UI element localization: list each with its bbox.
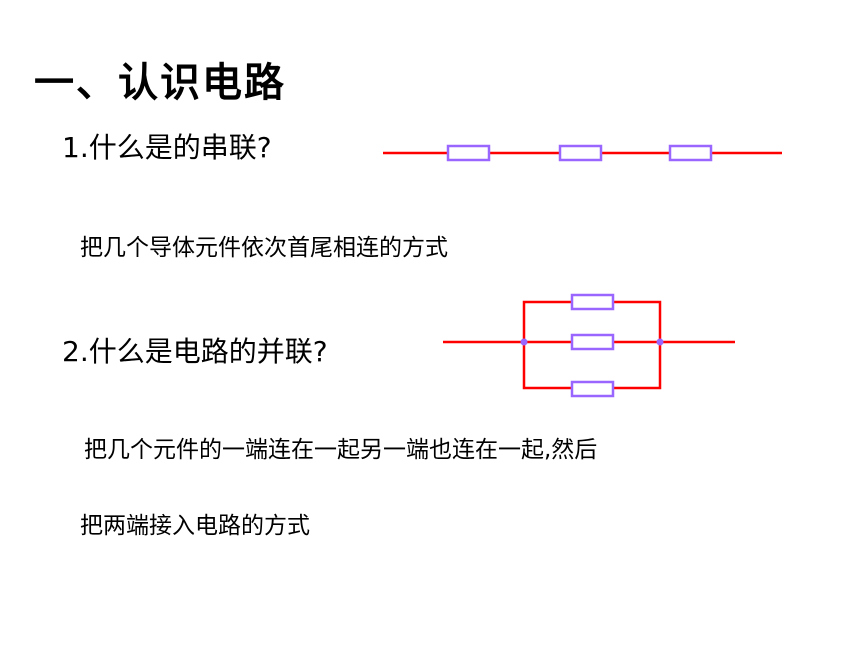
parallel-resistor-bottom	[570, 380, 615, 398]
parallel-frame	[522, 300, 662, 390]
parallel-resistor-top	[570, 293, 615, 311]
parallel-answer-line2: 把两端接入电路的方式	[80, 513, 310, 539]
series-resistor-3	[668, 144, 713, 162]
parallel-resistor-middle	[570, 333, 615, 351]
parallel-answer-line1: 把几个元件的一端连在一起另一端也连在一起,然后	[84, 437, 598, 463]
series-circuit-diagram	[383, 144, 782, 162]
series-resistor-1	[446, 144, 491, 162]
parallel-node-left	[520, 338, 528, 346]
parallel-question: 2.什么是电路的并联?	[62, 335, 328, 368]
parallel-circuit-diagram	[443, 293, 735, 398]
series-resistor-2	[558, 144, 603, 162]
series-question: 1.什么是的串联?	[62, 131, 272, 164]
parallel-node-right	[656, 338, 664, 346]
series-answer: 把几个导体元件依次首尾相连的方式	[80, 235, 448, 261]
slide-title: 一、认识电路	[34, 60, 286, 106]
